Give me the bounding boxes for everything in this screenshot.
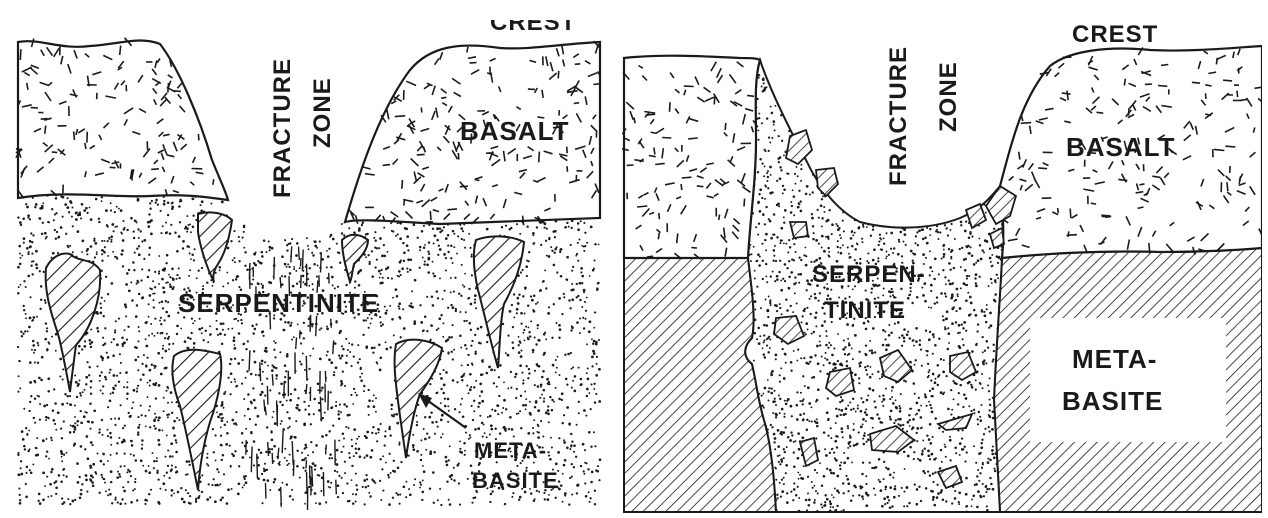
right-serpentinite-label-line1: SERPEN- <box>812 261 926 288</box>
right-metabasite-label-line1: META- <box>1072 344 1157 374</box>
left-fracture-label: FRACTURE <box>269 58 296 198</box>
right-metabasite-label-box <box>1030 318 1226 442</box>
left-basalt-left <box>18 41 228 200</box>
right-serpentinite-label-line2: TINITE <box>824 297 906 324</box>
right-fragment <box>826 368 854 396</box>
left-metabasite-label-line2: BASITE <box>472 468 559 493</box>
right-metabasite-label-line2: BASITE <box>1062 386 1163 416</box>
panel-left-diagram: CREST FRACTURE ZONE BASALT SERPENTINITE META-… <box>16 9 601 511</box>
right-fragment <box>786 130 812 164</box>
right-fragment <box>790 222 808 238</box>
panel-right-diagram: CREST FRACTURE ZONE BASALT SERPEN- TINITE META… <box>621 21 1264 513</box>
left-serpentinite-label: SERPENTINITE <box>178 288 379 318</box>
left-basalt-label: BASALT <box>460 116 570 146</box>
left-metabasite-label-line1: META- <box>474 438 547 463</box>
right-fracture-label: FRACTURE <box>885 46 912 186</box>
right-zone-label: ZONE <box>935 61 962 132</box>
right-basalt-label: BASALT <box>1066 132 1176 162</box>
right-crest-label: CREST <box>1072 21 1158 48</box>
left-crest-label: CREST <box>490 9 576 36</box>
left-zone-label: ZONE <box>309 77 336 148</box>
